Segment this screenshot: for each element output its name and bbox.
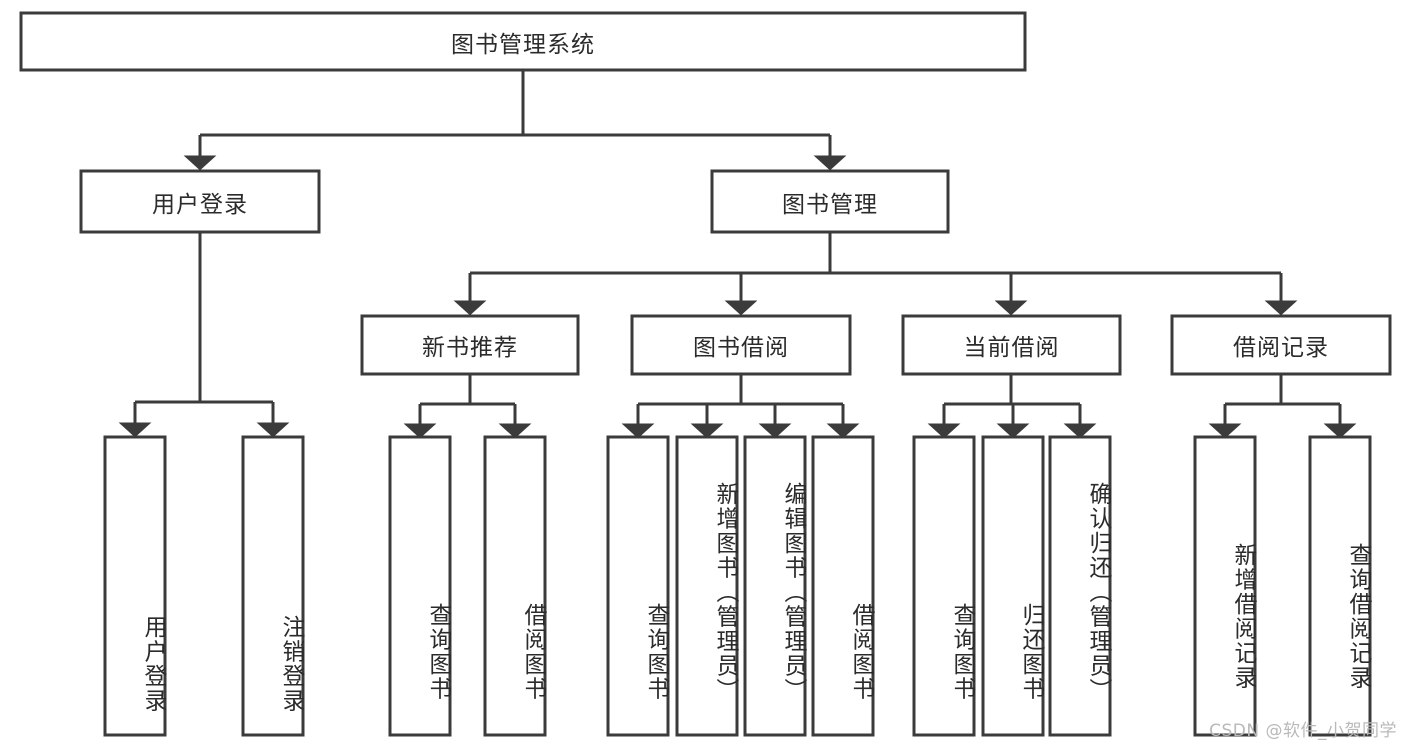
connector-group-root bbox=[183, 70, 847, 171]
node-leaf-user-login[interactable] bbox=[103, 435, 167, 737]
node-leaf-borrow-book-a[interactable] bbox=[483, 435, 547, 737]
node-root[interactable] bbox=[19, 11, 1027, 72]
connector-group-book-borrow bbox=[621, 374, 860, 439]
node-current-borrow[interactable] bbox=[901, 314, 1122, 376]
connector-group-new-book-recommend bbox=[403, 374, 532, 439]
node-leaf-edit-book-admin[interactable] bbox=[743, 435, 807, 737]
node-leaf-add-book-admin[interactable] bbox=[675, 435, 739, 737]
node-borrow-record[interactable] bbox=[1170, 314, 1392, 376]
connector-group-book-management bbox=[453, 232, 1298, 316]
node-leaf-add-borrow-record[interactable] bbox=[1193, 435, 1257, 737]
connector-group-current-borrow bbox=[927, 374, 1097, 439]
connector-group-user-login bbox=[118, 232, 290, 438]
node-leaf-borrow-book-b[interactable] bbox=[811, 435, 875, 737]
node-leaf-query-book-b[interactable] bbox=[606, 435, 670, 737]
node-leaf-query-book-a[interactable] bbox=[388, 435, 452, 737]
node-leaf-return-book[interactable] bbox=[981, 435, 1045, 737]
node-leaf-query-book-c[interactable] bbox=[912, 435, 976, 737]
connector-group-borrow-record bbox=[1208, 374, 1357, 439]
node-book-management[interactable] bbox=[710, 169, 950, 234]
node-leaf-logout-login[interactable] bbox=[241, 435, 305, 737]
node-leaf-confirm-return-admin[interactable] bbox=[1048, 435, 1112, 737]
node-book-borrow[interactable] bbox=[630, 314, 852, 376]
node-leaf-query-borrow-record[interactable] bbox=[1308, 435, 1372, 737]
node-user-login[interactable] bbox=[79, 169, 321, 234]
node-new-book-recommend[interactable] bbox=[360, 314, 580, 376]
